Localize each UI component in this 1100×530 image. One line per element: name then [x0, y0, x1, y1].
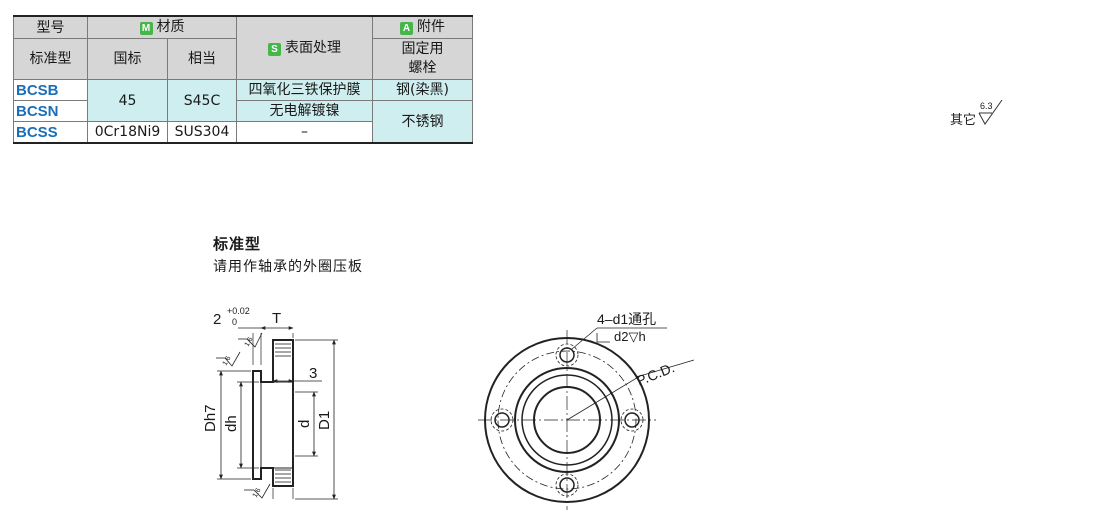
- roughness-label: 其它: [950, 113, 977, 128]
- rough-label-b: 1.6: [222, 355, 233, 367]
- surface-badge-icon: S: [268, 42, 281, 56]
- bolt-hole-left: [490, 408, 514, 432]
- dim-dh7: Dh7: [202, 404, 219, 432]
- row-code-bcsn: BCSN: [13, 100, 88, 122]
- dim-dh: dh: [223, 415, 240, 432]
- counterbore-note: d2▽h: [614, 329, 646, 344]
- dim-2: 2: [213, 311, 221, 328]
- material-badge-icon: M: [139, 22, 153, 35]
- dim-d1: D1: [316, 411, 333, 430]
- section-title: 标准型: [213, 235, 262, 253]
- roughness-symbol-icon: 6.3: [978, 100, 1003, 125]
- cell-bolt-b: 钢(染黑): [372, 79, 473, 101]
- section-subtitle: 请用作轴承的外圈压板: [213, 259, 363, 275]
- dim-t: T: [272, 310, 281, 327]
- hole-note: 4–d1通孔: [597, 311, 656, 327]
- roughness-note: 其它 6.3: [950, 100, 1010, 128]
- rough-label-c: 1.6: [252, 487, 263, 499]
- cell-surface-n: 无电解镀镍: [236, 100, 373, 122]
- row-code-bcss: BCSS: [13, 121, 88, 144]
- pcd-label: P.C.D.: [634, 359, 677, 389]
- rough-label-a: 1.6: [244, 336, 255, 348]
- bolt-hole-top: [555, 343, 579, 367]
- dim-d: d: [296, 420, 313, 428]
- header-equivalent: 相当: [167, 38, 237, 80]
- header-standard-type: 标准型: [13, 38, 88, 80]
- cell-gb-ss: 0Cr18Ni9: [87, 121, 168, 144]
- side-view: [216, 326, 338, 500]
- header-gb: 国标: [87, 38, 168, 80]
- bolt-hole-bottom: [555, 473, 579, 497]
- tol-lower: 0: [232, 317, 237, 327]
- roughness-value: 6.3: [980, 101, 993, 111]
- accessory-badge-icon: A: [400, 22, 413, 35]
- header-fixing-bolt: 固定用 螺栓: [372, 38, 473, 80]
- front-view: [478, 327, 695, 510]
- bolt-hole-right: [620, 408, 644, 432]
- section-title-block: 标准型 请用作轴承的外圈压板: [213, 233, 363, 276]
- side-view-labels: 2 +0.02 0 T 3 Dh7 dh d D1 1.6 1.6 1.6: [202, 306, 333, 499]
- tol-upper: +0.02: [227, 306, 250, 316]
- dim-3: 3: [309, 365, 317, 382]
- cell-surface-s: –: [236, 121, 373, 144]
- header-model: 型号: [13, 15, 88, 39]
- cell-gb-bn: 45: [87, 79, 168, 122]
- cell-surface-b: 四氧化三铁保护膜: [236, 79, 373, 101]
- cell-bolt-ns: 不锈钢: [372, 100, 473, 144]
- cell-eq-bn: S45C: [167, 79, 237, 122]
